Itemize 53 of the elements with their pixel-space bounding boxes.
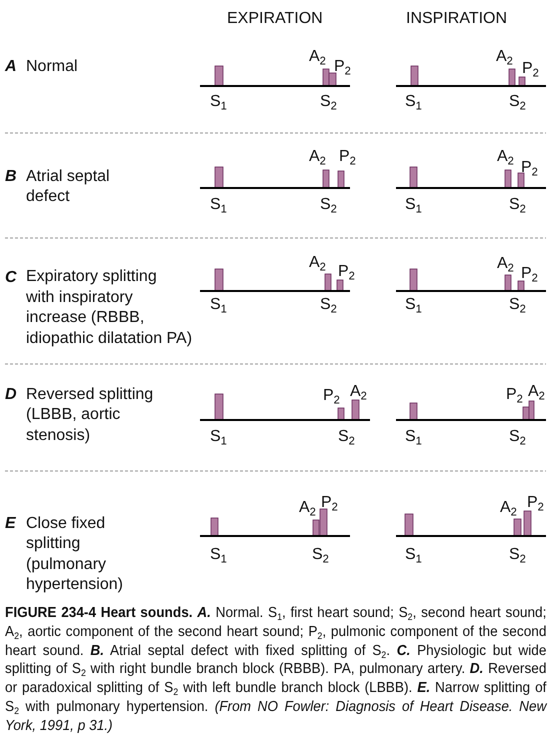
sound-label: S$_{1}$: [405, 196, 422, 214]
condition-label: Atrial septal defect: [26, 166, 110, 208]
component-label: P$_{2}$: [521, 265, 538, 283]
sound-label: S$_{1}$: [210, 428, 227, 446]
sound-label: S$_{1}$: [405, 428, 422, 446]
sound-label: S$_{2}$: [312, 546, 329, 564]
component-label: A$_{2}$: [496, 48, 513, 66]
sound-label: S$_{2}$: [509, 296, 526, 314]
component-label: P$_{2}$: [338, 263, 355, 281]
sound-label: S$_{1}$: [210, 296, 227, 314]
row-letter: A: [5, 58, 17, 76]
component-label: P$_{2}$: [521, 159, 538, 177]
column-heading: INSPIRATION: [406, 10, 508, 28]
sound-label: S$_{1}$: [405, 296, 422, 314]
component-label: P$_{2}$: [522, 60, 539, 78]
row-letter: C: [5, 268, 17, 286]
component-label: A$_{2}$: [497, 255, 514, 273]
component-label: A$_{2}$: [497, 148, 514, 166]
component-label: A$_{2}$: [500, 499, 517, 517]
sound-label: S$_{1}$: [210, 196, 227, 214]
sound-label: S$_{1}$: [210, 546, 227, 564]
sound-label: S$_{2}$: [509, 428, 526, 446]
column-heading: EXPIRATION: [227, 10, 323, 28]
component-label: P$_{2}$: [527, 494, 544, 512]
component-label: P$_{2}$: [334, 58, 351, 76]
component-label: A$_{2}$: [309, 48, 326, 66]
sound-label: S$_{1}$: [210, 93, 227, 111]
condition-label: Close fixed splitting (pulmonary hypertension): [26, 514, 123, 596]
component-label: A$_{2}$: [309, 254, 326, 272]
component-label: A$_{2}$: [309, 148, 326, 166]
sound-label: S$_{2}$: [338, 428, 355, 446]
sound-label: S$_{2}$: [320, 93, 337, 111]
sound-label: S$_{2}$: [320, 296, 337, 314]
component-label: P$_{2}$: [321, 494, 338, 512]
sound-label: S$_{2}$: [509, 546, 526, 564]
component-label: P$_{2}$: [506, 386, 523, 404]
sound-label: S$_{2}$: [509, 93, 526, 111]
component-label: P$_{2}$: [339, 148, 356, 166]
sound-label: S$_{2}$: [320, 196, 337, 214]
figure-caption: FIGURE 234-4 Heart sounds. A. Normal. S$_{1}$, first heart sound; S$_{2}$, second heart sound; A$_{2}$, aortic component of the second heart sound; P$_{2}$, pulmonic component of the second heart sound. B. Atrial septal defect with fixed splitting of S$_{2}$. C. Physiologic but wide splitting of S$_{2}$ with right bundle branch block (RBBB). PA, pulmonary artery. D. Reversed or paradoxical splitting of S$_{2}$ with left bundle branch block (LBBB). E. Narrow splitting of S$_{2}$ with pulmonary hypertension. (From NO Fowler: Diagnosis of Heart Disease. New York, 1991, p 31.): [5, 604, 546, 736]
sound-label: S$_{1}$: [405, 546, 422, 564]
row-letter: D: [5, 386, 17, 404]
condition-label: Reversed splitting (LBBB, aortic stenosis): [26, 384, 154, 446]
component-label: A$_{2}$: [528, 383, 545, 401]
sound-label: S$_{1}$: [405, 93, 422, 111]
component-label: A$_{2}$: [299, 499, 316, 517]
row-letter: E: [5, 515, 16, 533]
condition-label: Normal: [26, 56, 78, 77]
row-letter: B: [5, 168, 17, 186]
component-label: P$_{2}$: [323, 387, 340, 405]
sound-label: S$_{2}$: [509, 196, 526, 214]
condition-label: Expiratory splitting with inspiratory increase (RBBB, idiopathic dilatation PA): [26, 267, 192, 349]
component-label: A$_{2}$: [350, 383, 367, 401]
